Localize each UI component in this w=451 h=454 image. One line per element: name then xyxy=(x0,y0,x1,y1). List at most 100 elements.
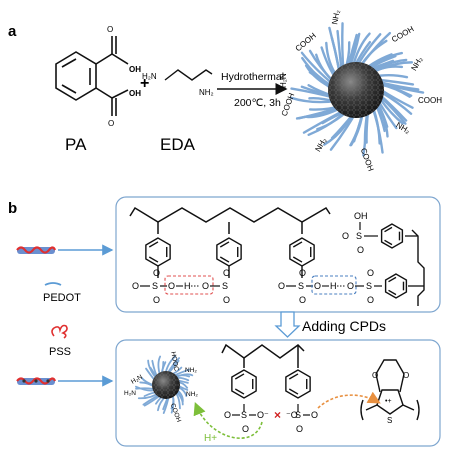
svg-text:O: O xyxy=(367,268,374,278)
pedot-pss-box xyxy=(115,196,441,313)
cpd-group-1: COOH xyxy=(294,31,318,53)
svg-text:S: S xyxy=(152,281,158,291)
svg-text:S: S xyxy=(222,281,228,291)
svg-text:O: O xyxy=(223,268,230,278)
benzene-rings-top xyxy=(145,223,408,299)
panel-b-label: b xyxy=(8,200,17,217)
svg-text:O: O xyxy=(299,268,306,278)
sulfonate-group-4: O S O O xyxy=(347,268,382,305)
svg-text:O: O xyxy=(242,424,249,434)
eda-nh2: NH₂ xyxy=(199,88,214,97)
pa-oh-top: OH xyxy=(129,65,141,74)
pss-chain-bottom xyxy=(221,343,305,368)
cpd-group-5: COOH xyxy=(418,96,442,105)
svg-text:O: O xyxy=(168,281,175,291)
legend-pedot: PEDOT xyxy=(43,292,81,304)
svg-text:S: S xyxy=(356,231,362,241)
cpd-small-group-4: H₂N xyxy=(124,390,136,397)
h-bond-box-red xyxy=(164,275,214,295)
electrostatic-arrow xyxy=(317,391,381,409)
pedot-pss-cpd-complex-icon xyxy=(16,377,57,385)
svg-text:O: O xyxy=(153,268,160,278)
sulfonate-group-2: O S O O xyxy=(202,268,230,305)
double-bond xyxy=(384,239,393,246)
condition-hydrothermal: Hydrothermal xyxy=(221,71,284,83)
svg-text:O: O xyxy=(299,295,306,305)
pss-chain-right xyxy=(411,229,425,306)
benzene-ring xyxy=(231,369,257,399)
double-bond xyxy=(292,256,303,263)
svg-text:O: O xyxy=(357,245,364,255)
pedot-icon xyxy=(44,282,62,286)
condition-temperature: 200℃, 3h xyxy=(234,97,281,109)
double-bond xyxy=(219,256,230,263)
svg-text:O⁻: O⁻ xyxy=(257,410,269,420)
cpd-group-9: COOH xyxy=(280,92,297,118)
svg-text:S: S xyxy=(298,281,304,291)
svg-text:O: O xyxy=(223,295,230,305)
svg-text:O: O xyxy=(224,410,231,420)
double-bond xyxy=(234,388,245,395)
edot-o-left: O xyxy=(372,371,378,380)
eda-structure xyxy=(164,69,213,81)
double-bond xyxy=(219,241,230,248)
svg-text:O: O xyxy=(314,281,321,291)
double-bond xyxy=(148,241,159,248)
double-bond xyxy=(234,373,245,380)
pedot-pss-cpd-box xyxy=(115,339,441,447)
svg-text:O: O xyxy=(202,281,209,291)
benzene-ring xyxy=(380,223,404,249)
svg-text:O: O xyxy=(311,410,318,420)
double-bond xyxy=(288,373,299,380)
h-bond-box-blue xyxy=(311,275,357,295)
h-bond-h-red: H xyxy=(184,281,191,291)
reactant-pa-label: PA xyxy=(65,135,87,154)
sulfonate-group-3: O S O O O xyxy=(278,268,321,305)
pa-oh-bottom: OH xyxy=(129,89,141,98)
double-bond xyxy=(288,388,299,395)
svg-text:⁻O: ⁻O xyxy=(286,410,298,420)
svg-text:O: O xyxy=(367,295,374,305)
cpd-small-group-3: NH₂ xyxy=(185,367,197,374)
proton-transfer-arrow xyxy=(193,402,263,439)
cpd-group-10: H₂N xyxy=(279,73,288,88)
cpd-group-4: NH₂ xyxy=(409,55,424,72)
pa-o-top: O xyxy=(107,25,113,34)
cpd-group-2: NH₂ xyxy=(330,9,341,25)
svg-text:O: O xyxy=(153,295,160,305)
sulfonate-anion-2: ⁻O S O O xyxy=(286,404,318,434)
reactant-eda-label: EDA xyxy=(160,135,196,154)
svg-text:OH: OH xyxy=(354,211,368,221)
pedot-pss-complex-icon xyxy=(16,246,57,254)
double-bond xyxy=(384,226,393,233)
svg-text:S: S xyxy=(241,410,247,420)
cpd-group-3: COOH xyxy=(390,24,415,44)
pss-chain-top xyxy=(129,206,331,234)
panel-a-label: a xyxy=(8,23,17,40)
phthalic-acid-structure xyxy=(55,36,129,116)
adding-cpds-arrow xyxy=(274,311,301,338)
cpd-small-group-1: H₂N xyxy=(130,374,144,386)
edot-o-right: O xyxy=(403,371,409,380)
cpd-group-6: NH₂ xyxy=(394,120,411,135)
double-bond xyxy=(292,241,303,248)
double-bond xyxy=(148,256,159,263)
eda-h2n: H₂N xyxy=(142,72,157,81)
pedot-unit-structure xyxy=(360,359,420,421)
proton-label: H+ xyxy=(204,433,217,444)
benzene-rings-bottom xyxy=(231,369,311,399)
edot-s: S xyxy=(387,416,392,425)
sulfonic-acid-free: OH O S O xyxy=(342,211,378,255)
svg-text:O: O xyxy=(278,281,285,291)
sulfonate-anion-1: O S O O⁻ xyxy=(224,404,269,434)
double-bond xyxy=(388,289,397,296)
svg-text:O: O xyxy=(342,231,349,241)
cpd-particle-large xyxy=(289,22,425,157)
svg-text:S: S xyxy=(295,410,301,420)
benzene-ring xyxy=(285,369,311,399)
cross-mark: × xyxy=(274,408,281,422)
sulfonate-group-1: O S O O O xyxy=(132,268,175,305)
polymer-strand xyxy=(341,22,345,74)
plus-sign: + xyxy=(140,75,149,92)
